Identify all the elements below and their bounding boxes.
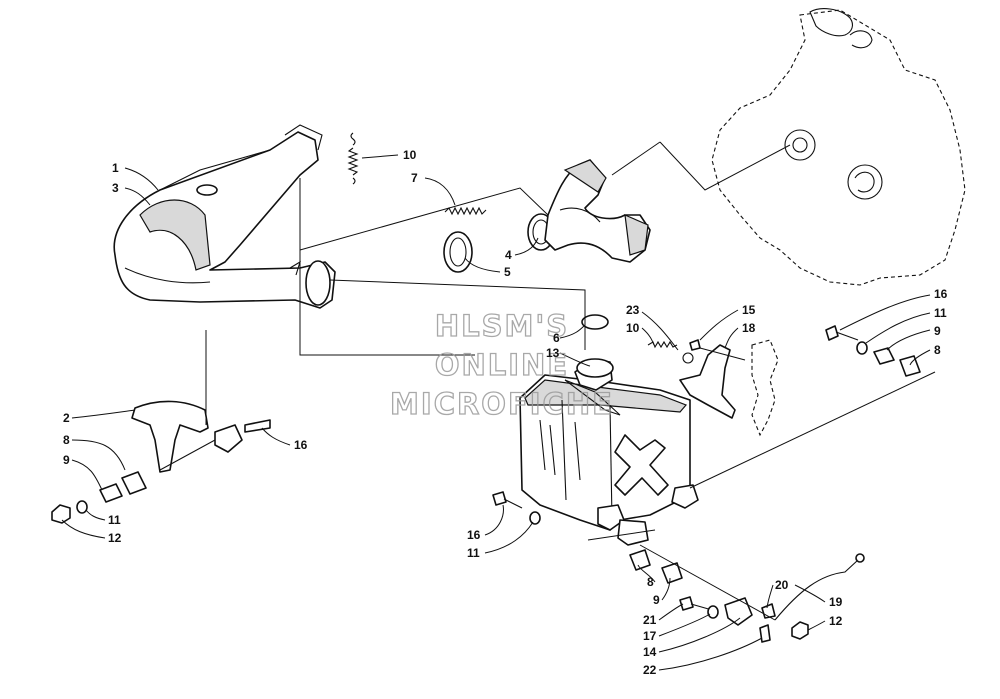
callout-7: 7	[411, 171, 418, 185]
callout-12a: 12	[108, 531, 122, 545]
callout-1: 1	[112, 161, 119, 175]
callout-5: 5	[504, 265, 511, 279]
watermark-line-2: ONLINE	[435, 348, 569, 382]
callout-16a: 16	[294, 438, 308, 452]
watermark-line-3: MICROFICHE	[390, 387, 614, 421]
callout-18: 18	[742, 321, 756, 335]
callout-17: 17	[643, 629, 657, 643]
callout-8a: 8	[63, 433, 70, 447]
callout-14: 14	[643, 645, 657, 659]
leader-lines	[61, 154, 931, 671]
clamp-icon	[443, 213, 555, 273]
callout-23: 23	[626, 303, 640, 317]
callout-11a: 11	[108, 513, 121, 527]
callout-10b: 10	[626, 321, 640, 335]
callout-11b: 11	[934, 306, 947, 320]
callout-8b: 8	[934, 343, 941, 357]
spring-icon	[347, 132, 487, 216]
wire-icon	[774, 559, 859, 621]
callout-3: 3	[112, 181, 119, 195]
callout-labels: 1 3 10 7 4 5 6 13 2 8 9 11 12 16 23 10 1…	[63, 148, 948, 677]
callout-9c: 9	[653, 593, 660, 607]
callout-16b: 16	[934, 287, 948, 301]
callout-13: 13	[546, 346, 560, 360]
watermark-line-1: HLSM'S	[435, 309, 569, 343]
assembly-lines	[159, 141, 936, 621]
callout-8c: 8	[647, 575, 654, 589]
callout-19: 19	[829, 595, 843, 609]
callout-4: 4	[505, 248, 512, 262]
callout-10a: 10	[403, 148, 417, 162]
spacer-icon	[99, 347, 921, 626]
bolt-icon	[492, 325, 859, 611]
nut-icon	[51, 504, 809, 643]
callout-22: 22	[643, 663, 657, 677]
engine-outline-icon	[711, 8, 966, 286]
callout-11c: 11	[467, 546, 480, 560]
callout-15: 15	[742, 303, 756, 317]
callout-2: 2	[63, 411, 70, 425]
exhaust-manifold-icon	[544, 159, 651, 263]
callout-21: 21	[643, 613, 657, 627]
bracket-icon	[131, 400, 271, 473]
washer-icon	[76, 341, 868, 619]
callout-12b: 12	[829, 614, 843, 628]
wire-end-icon	[855, 553, 865, 563]
muffler-icon	[113, 124, 336, 309]
callout-20: 20	[775, 578, 789, 592]
callout-6: 6	[553, 331, 560, 345]
callout-16c: 16	[467, 528, 481, 542]
callout-9b: 9	[934, 324, 941, 338]
exhaust-silencer-icon	[519, 314, 699, 546]
watermark: HLSM'S ONLINE MICROFICHE	[389, 308, 614, 421]
callout-9a: 9	[63, 453, 70, 467]
